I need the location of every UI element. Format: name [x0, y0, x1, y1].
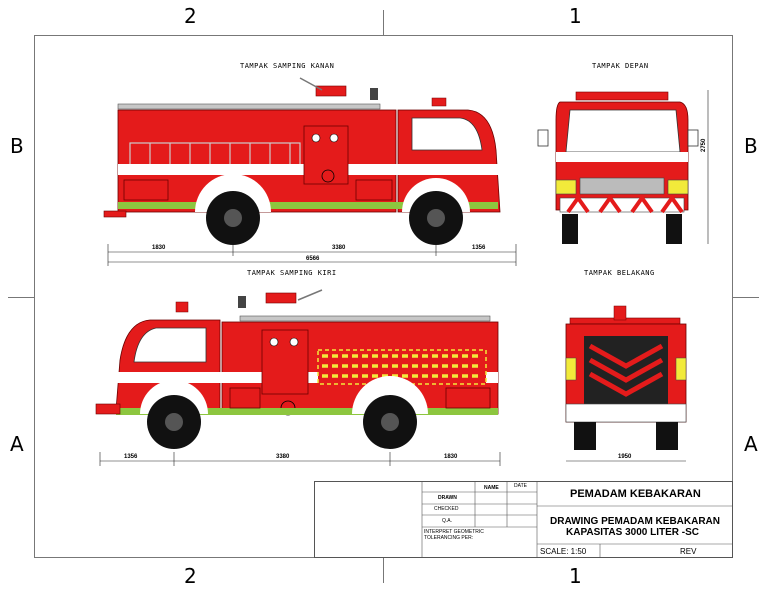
green-stripe: [116, 408, 498, 415]
compartment-door: [355, 179, 393, 201]
front-wheel-hub: [427, 209, 445, 227]
zone-label-left-a: A: [10, 432, 24, 456]
title-row-drawn: DRAWN: [438, 495, 457, 501]
water-monitor: [265, 292, 297, 304]
rear-light-left: [565, 357, 577, 381]
roof-rail: [239, 315, 491, 322]
gauge-icon: [311, 133, 321, 143]
beacon: [238, 296, 246, 308]
compartment-door: [229, 387, 261, 409]
view-title-right-side: TAMPAK SAMPING KANAN: [240, 62, 335, 70]
valve-icon: [321, 169, 335, 183]
frame-tick: [8, 297, 34, 298]
monitor-barrel: [297, 289, 323, 301]
roof-rail: [117, 103, 381, 110]
title-company: PEMADAM KEBAKARAN: [570, 488, 701, 500]
beacon: [370, 88, 378, 100]
roof-beacon-bar: [575, 91, 669, 101]
title-tolerance-note: INTERPRET GEOMETRIC TOLERANCING PER:: [424, 529, 484, 541]
headlight-left: [555, 179, 577, 195]
dim-right-wheelbase: 3380: [332, 245, 346, 251]
frame-tick: [383, 10, 384, 35]
chevron-marking: [322, 354, 482, 378]
mirror-left: [537, 129, 549, 147]
roof-light: [431, 97, 447, 107]
monitor-barrel: [299, 77, 323, 91]
zone-label-bottom-1: 1: [569, 564, 582, 588]
front-tire-right: [666, 214, 682, 244]
water-monitor: [613, 305, 627, 321]
dim-right-rear-overhang: 1356: [472, 245, 486, 251]
front-bumper: [95, 403, 121, 415]
front-bumper-chevron: [559, 197, 685, 213]
title-col-date: DATE: [514, 483, 527, 489]
gauge-icon: [269, 337, 279, 347]
title-block: [314, 481, 733, 558]
title-row-checked: CHECKED: [434, 506, 459, 512]
chevron-marking: [566, 194, 684, 214]
view-title-rear: TAMPAK BELAKANG: [584, 269, 655, 277]
gauge-icon: [289, 337, 299, 347]
rear-tire-right: [656, 422, 678, 450]
title-row-qa: Q.A.: [442, 518, 453, 524]
dim-left-wheelbase: 3380: [276, 454, 290, 460]
mirror-right: [687, 129, 699, 147]
view-title-left-side: TAMPAK SAMPING KIRI: [247, 269, 337, 277]
zone-label-bottom-2: 2: [184, 564, 197, 588]
title-col-name: NAME: [484, 485, 499, 491]
compartment-door: [445, 387, 491, 409]
rear-light-right: [675, 357, 687, 381]
pump-panel: [303, 125, 349, 185]
rear-bumper: [103, 210, 127, 218]
front-wheel-hub: [165, 413, 183, 431]
title-rev: REV: [680, 547, 697, 556]
rear-tire-left: [574, 422, 596, 450]
zone-label-left-b: B: [10, 134, 24, 158]
zone-label-top-1: 1: [569, 4, 582, 28]
rear-wheel-hub: [381, 413, 399, 431]
front-tire-left: [562, 214, 578, 244]
gauge-icon: [329, 133, 339, 143]
headlight-right: [667, 179, 689, 195]
zone-label-right-b: B: [744, 134, 758, 158]
zone-label-right-a: A: [744, 432, 758, 456]
beacon: [175, 301, 189, 313]
pump-panel: [261, 329, 309, 395]
grille: [579, 177, 665, 195]
title-drawing-name-line2: KAPASITAS 3000 LITER -SC: [566, 527, 699, 538]
frame-tick: [733, 297, 759, 298]
dim-left-rear-overhang: 1356: [124, 454, 138, 460]
title-drawing-name-line1: DRAWING PEMADAM KEBAKARAN: [550, 516, 720, 527]
rear-wheel-hub: [224, 209, 242, 227]
title-scale: SCALE: 1:50: [540, 547, 587, 556]
zone-label-top-2: 2: [184, 4, 197, 28]
frame-tick: [383, 558, 384, 583]
water-monitor: [315, 85, 347, 97]
dim-overall-length: 6566: [306, 256, 320, 262]
chevron-marking: [588, 343, 664, 397]
dim-left-front-overhang: 1830: [444, 454, 458, 460]
cab-window: [133, 327, 207, 363]
dim-right-front-overhang: 1830: [152, 245, 166, 251]
front-white-band: [556, 152, 688, 162]
dimension-lines: [99, 452, 501, 466]
cab-window: [411, 117, 483, 151]
view-title-front: TAMPAK DEPAN: [592, 62, 649, 70]
compartment-door: [123, 179, 169, 201]
rear-bumper: [565, 403, 687, 423]
dimension-lines: [107, 244, 517, 266]
dim-rear-width: 1950: [618, 454, 632, 460]
